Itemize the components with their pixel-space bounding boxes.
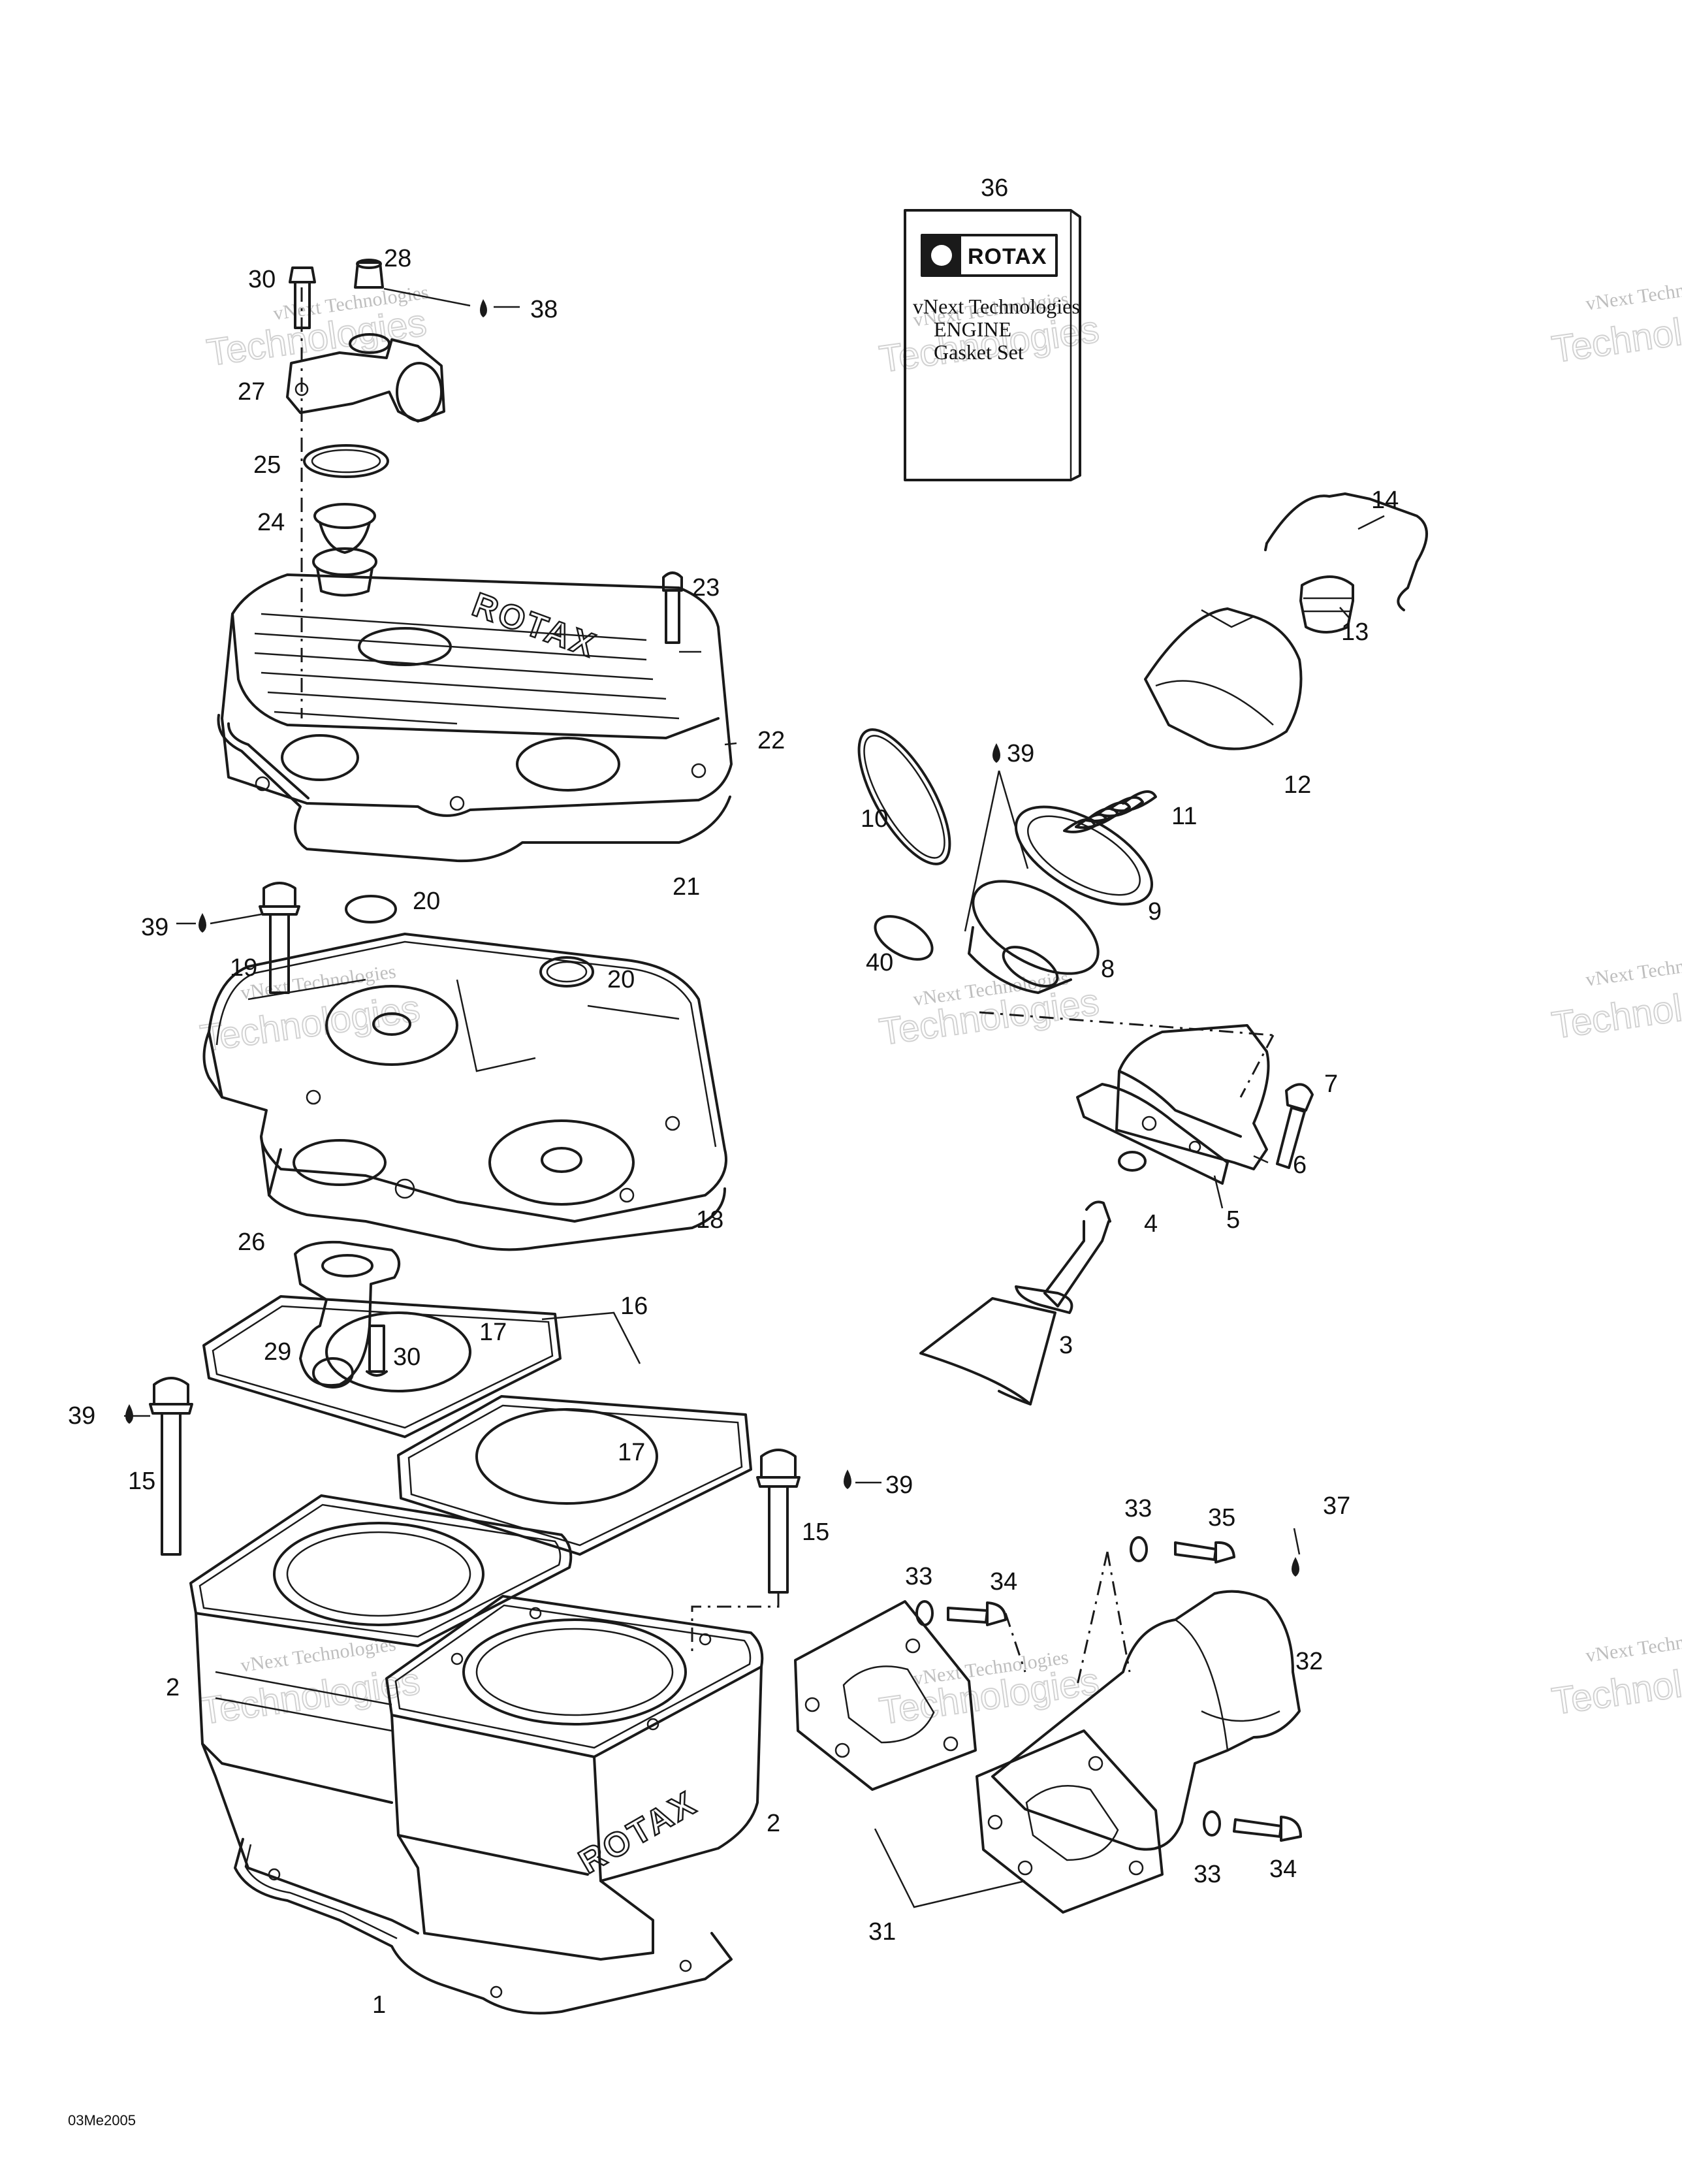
callout-4: 4	[1144, 1210, 1158, 1238]
sealant-drop-icon	[992, 743, 1000, 763]
callout-33: 33	[1124, 1495, 1152, 1522]
sealant-drop-icon	[198, 913, 206, 933]
o-rings-20	[345, 895, 594, 988]
callout-39: 39	[68, 1402, 95, 1430]
watermark-text: Technologies	[198, 987, 422, 1059]
callout-7: 7	[1324, 1070, 1338, 1098]
callout-25: 25	[253, 451, 281, 479]
leader-lines	[124, 287, 1385, 1555]
cylinder-head	[202, 933, 727, 1251]
watermark-layer: vNext Technologies Technologies vNext Te…	[197, 272, 1682, 1733]
callout-24: 24	[257, 509, 285, 536]
callout-34: 34	[990, 1568, 1017, 1596]
callout-35: 35	[1208, 1504, 1235, 1532]
callout-20: 20	[607, 966, 635, 993]
gasket-set-brand: ROTAX	[968, 244, 1047, 269]
sealant-drop-icon	[125, 1404, 133, 1424]
callout-32: 32	[1295, 1648, 1323, 1675]
callout-36: 36	[981, 174, 1008, 202]
callout-12: 12	[1284, 771, 1311, 799]
gasket-set-line2: ENGINE	[934, 317, 1011, 341]
callout-27: 27	[238, 378, 265, 406]
water-outlet-elbow	[294, 1240, 400, 1389]
callout-13: 13	[1341, 618, 1369, 646]
gasket-set-line1: vNext Technologies	[913, 295, 1080, 318]
callout-17: 17	[479, 1319, 507, 1346]
cover-gasket	[217, 714, 731, 863]
cylinder-base-gaskets	[202, 1295, 752, 1556]
callout-1: 1	[372, 1991, 386, 2019]
cylinder-embossed-brand: ROTAX	[573, 1784, 704, 1881]
callout-17: 17	[618, 1439, 645, 1466]
callout-20: 20	[413, 888, 440, 915]
cylinder-head-cover: ROTAX	[221, 573, 733, 817]
callout-15: 15	[802, 1518, 829, 1546]
callout-30: 30	[393, 1343, 420, 1371]
callout-9: 9	[1148, 898, 1162, 925]
callout-38: 38	[530, 296, 558, 323]
callout-40: 40	[866, 949, 893, 976]
callout-2: 2	[166, 1674, 180, 1701]
cylinder-base-gasket	[234, 1838, 733, 2015]
gasket-set-booklet: ROTAX vNext Technologies ENGINE Gasket S…	[904, 209, 1081, 481]
sealant-drop-icon	[480, 299, 487, 317]
callout-39: 39	[885, 1471, 913, 1499]
watermark-text: vNext Technologies	[1584, 272, 1682, 315]
callout-22: 22	[757, 727, 785, 754]
sealant-drop-icon	[844, 1469, 851, 1489]
gasket-set-line3: Gasket Set	[934, 340, 1024, 364]
callout-2: 2	[767, 1810, 780, 1837]
callout-18: 18	[696, 1206, 723, 1234]
bolt-19	[198, 882, 300, 994]
callout-labels: 36 30 28 38 27 25 24 23 14 13 22 39 10 1…	[68, 174, 1399, 2019]
callout-30: 30	[248, 266, 276, 293]
callout-10: 10	[861, 805, 888, 833]
thermostat-housing-stack	[286, 259, 683, 718]
rave-valve-assembly	[857, 492, 1428, 1405]
exhaust-manifold-assembly	[794, 1536, 1302, 1914]
sealant-drop-icon	[1292, 1557, 1299, 1577]
callout-26: 26	[238, 1228, 265, 1256]
callout-16: 16	[620, 1293, 648, 1320]
callout-5: 5	[1226, 1206, 1240, 1234]
callout-21: 21	[673, 873, 700, 901]
figure-code: 03Me2005	[68, 2112, 136, 2128]
watermark-text: vNext Technologies	[1584, 948, 1682, 991]
callout-33: 33	[1194, 1861, 1221, 1888]
callout-3: 3	[1059, 1332, 1073, 1359]
callout-37: 37	[1323, 1492, 1350, 1520]
callout-11: 11	[1171, 803, 1197, 830]
callout-15: 15	[128, 1468, 155, 1495]
callout-31: 31	[868, 1918, 896, 1946]
cover-embossed-brand: ROTAX	[468, 586, 602, 666]
cylinder-bolts	[125, 1377, 851, 1652]
callout-29: 29	[264, 1338, 291, 1366]
callout-28: 28	[384, 245, 411, 272]
watermark-text: vNext Technologies	[1584, 1624, 1682, 1667]
callout-23: 23	[692, 574, 720, 602]
callout-39: 39	[141, 914, 168, 941]
callout-39: 39	[1007, 740, 1034, 767]
callout-33: 33	[905, 1563, 932, 1590]
callout-14: 14	[1371, 487, 1399, 514]
callout-19: 19	[230, 954, 257, 982]
callout-34: 34	[1269, 1855, 1297, 1883]
callout-6: 6	[1293, 1151, 1307, 1179]
callout-8: 8	[1101, 956, 1115, 983]
